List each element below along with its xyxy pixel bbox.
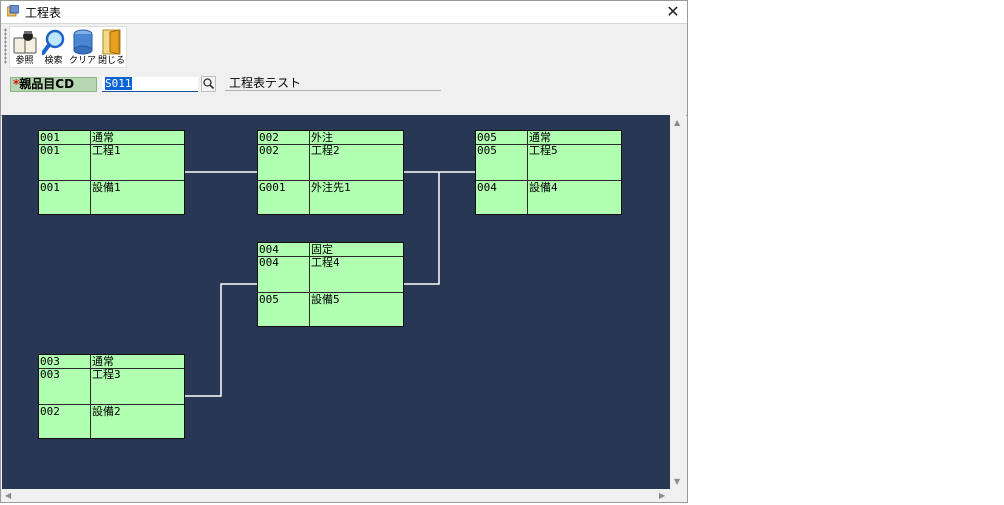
scrollbar-corner <box>670 489 686 502</box>
node-resource-name: 外注先1 <box>311 181 351 194</box>
item-name-display: 工程表テスト <box>225 76 441 91</box>
node-column-divider <box>90 355 91 438</box>
node-process-code: 001 <box>40 144 60 157</box>
node-type-code: 003 <box>40 355 60 368</box>
reference-button[interactable]: 参照 <box>10 27 39 67</box>
node-process-name: 工程2 <box>311 144 340 157</box>
node-column-divider <box>309 243 310 326</box>
node-process-code: 003 <box>40 368 60 381</box>
node-resource-name: 設備4 <box>529 181 558 194</box>
close-button-label: 閉じる <box>97 56 125 66</box>
node-process-name: 工程3 <box>92 368 121 381</box>
node-row-divider <box>258 180 403 181</box>
search-icon <box>42 29 65 55</box>
connector-5-4 <box>185 283 257 397</box>
node-row-divider <box>39 368 184 369</box>
node-process-code: 002 <box>259 144 279 157</box>
node-process-name: 工程5 <box>529 144 558 157</box>
node-column-divider <box>527 131 528 214</box>
node-resource-code: 001 <box>40 181 60 194</box>
scroll-right-icon[interactable]: ▶ <box>659 491 666 500</box>
title-bar: 工程表 ✕ <box>1 1 687 23</box>
node-row-divider <box>258 144 403 145</box>
process-node[interactable]: 004 固定 004 工程4 005 設備5 <box>257 242 404 327</box>
node-row-divider <box>476 180 621 181</box>
scroll-left-icon[interactable]: ◀ <box>5 491 12 500</box>
node-row-divider <box>258 256 403 257</box>
node-resource-code: 002 <box>40 405 60 418</box>
connector-4-3 <box>403 172 440 285</box>
search-form: *親品目CD S011 工程表テスト <box>1 69 687 116</box>
required-mark: * <box>13 77 20 91</box>
node-row-divider <box>476 144 621 145</box>
node-type-code: 001 <box>40 131 60 144</box>
close-window-button[interactable]: ✕ <box>666 2 680 21</box>
node-process-code: 005 <box>477 144 497 157</box>
close-button[interactable]: 閉じる <box>97 27 126 67</box>
vertical-scrollbar[interactable]: ▲ ▼ <box>670 115 686 489</box>
reference-icon <box>13 31 37 54</box>
node-resource-code: 005 <box>259 293 279 306</box>
node-type-code: 004 <box>259 243 279 256</box>
parent-item-code-label-text: 親品目CD <box>19 77 75 91</box>
lookup-search-icon[interactable] <box>201 76 216 92</box>
clear-button-label: クリア <box>68 56 96 66</box>
node-process-code: 004 <box>259 256 279 269</box>
parent-item-code-value: S011 <box>105 77 132 90</box>
node-column-divider <box>90 131 91 214</box>
node-type-name: 外注 <box>311 131 333 144</box>
connector-layer <box>185 171 475 397</box>
app-icon <box>7 5 19 17</box>
toolbar: 参照 検索 クリア <box>1 23 687 70</box>
node-row-divider <box>39 180 184 181</box>
clear-icon <box>73 29 93 55</box>
search-button[interactable]: 検索 <box>39 27 68 67</box>
toolbar-buttons: 参照 検索 クリア <box>9 26 127 68</box>
node-column-divider <box>309 131 310 214</box>
process-node[interactable]: 001 通常 001 工程1 001 設備1 <box>38 130 185 215</box>
node-type-name: 固定 <box>311 243 333 256</box>
node-process-name: 工程4 <box>311 256 340 269</box>
process-node[interactable]: 005 通常 005 工程5 004 設備4 <box>475 130 622 215</box>
node-resource-name: 設備2 <box>92 405 121 418</box>
window-title: 工程表 <box>25 6 62 20</box>
node-resource-code: 004 <box>477 181 497 194</box>
parent-item-code-input[interactable]: S011 <box>102 77 198 92</box>
node-row-divider <box>39 404 184 405</box>
node-row-divider <box>258 292 403 293</box>
scroll-down-icon[interactable]: ▼ <box>674 477 681 486</box>
node-type-name: 通常 <box>529 131 551 144</box>
node-process-name: 工程1 <box>92 144 121 157</box>
scroll-up-icon[interactable]: ▲ <box>674 118 681 127</box>
node-type-code: 005 <box>477 131 497 144</box>
process-node[interactable]: 003 通常 003 工程3 002 設備2 <box>38 354 185 439</box>
node-type-code: 002 <box>259 131 279 144</box>
reference-button-label: 参照 <box>15 56 34 66</box>
search-button-label: 検索 <box>44 56 63 66</box>
toolbar-grip-icon[interactable] <box>4 28 7 64</box>
node-row-divider <box>39 144 184 145</box>
close-door-icon <box>102 29 121 55</box>
node-type-name: 通常 <box>92 131 114 144</box>
clear-button[interactable]: クリア <box>68 27 97 67</box>
horizontal-scrollbar[interactable]: ◀ ▶ <box>2 489 670 502</box>
node-type-name: 通常 <box>92 355 114 368</box>
parent-item-code-label: *親品目CD <box>10 77 97 92</box>
node-resource-name: 設備5 <box>311 293 340 306</box>
node-resource-name: 設備1 <box>92 181 121 194</box>
node-resource-code: G001 <box>259 181 286 194</box>
